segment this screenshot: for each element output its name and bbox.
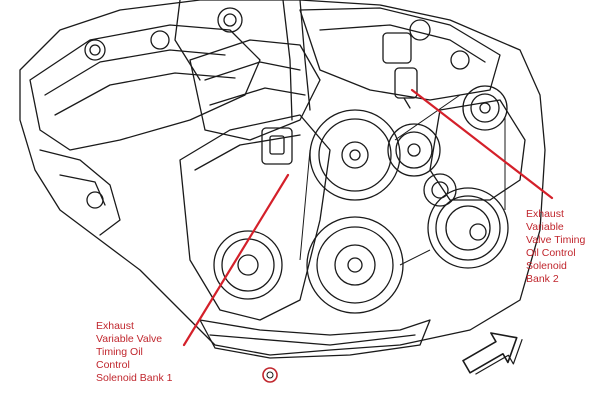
callout-line: Timing Oil — [96, 346, 143, 358]
callout-line: Valve Timing — [526, 234, 586, 246]
callout-line: Solenoid — [526, 260, 567, 272]
callout-line: Variable — [526, 221, 564, 233]
callout-exhaust-vvt-solenoid-bank-2: Exhaust Variable Valve Timing Oil Contro… — [526, 208, 585, 286]
callout-line: Solenoid Bank 1 — [96, 372, 173, 384]
idler-pulley-top-right — [462, 85, 508, 131]
engine-line-art — [19, 0, 546, 359]
crankshaft-pulley — [306, 216, 404, 314]
callout-exhaust-vvt-solenoid-bank-1: Exhaust Variable Valve Timing Oil Contro… — [96, 320, 172, 385]
leader-line-bank1 — [182, 173, 290, 347]
ac-compressor-pulley — [427, 187, 509, 269]
callout-line: Exhaust — [96, 320, 134, 332]
callout-line: Variable Valve — [96, 333, 163, 345]
callout-line: Oil Control — [526, 247, 576, 259]
serpentine-belt — [299, 94, 506, 266]
direction-arrow-icon — [462, 332, 523, 375]
drain-plug — [262, 367, 278, 383]
callout-line: Control — [96, 359, 130, 371]
pulleys — [213, 85, 509, 314]
leader-line-bank2 — [410, 88, 554, 200]
callout-line: Exhaust — [526, 208, 564, 220]
callout-line: Bank 2 — [526, 273, 559, 285]
tensioner-pulley — [387, 123, 441, 177]
small-idler-pulley — [423, 173, 457, 207]
